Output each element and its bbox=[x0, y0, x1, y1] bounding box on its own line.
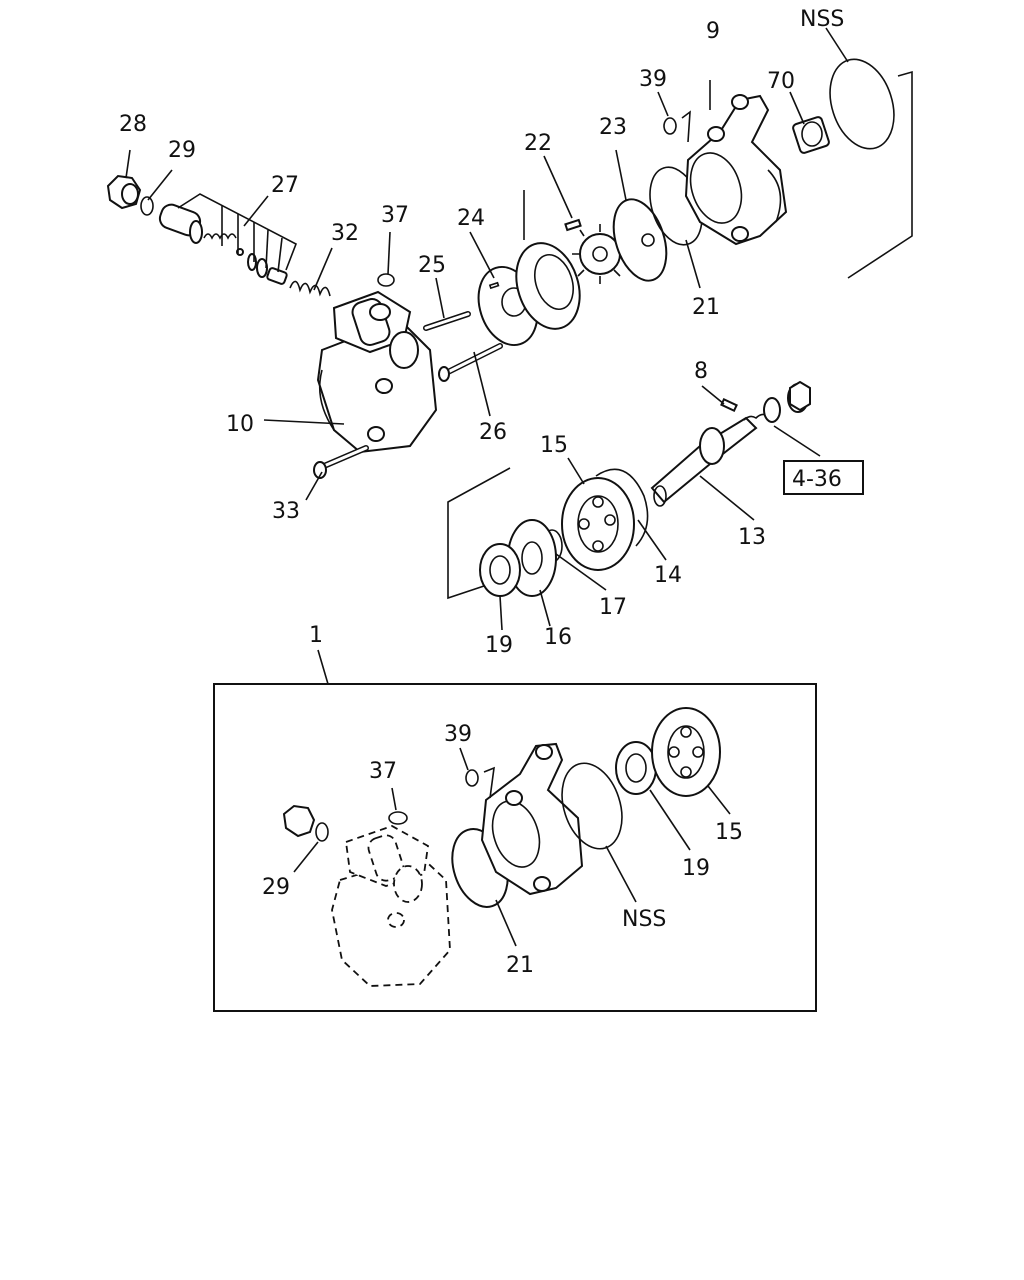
label-26: 26 bbox=[479, 420, 507, 445]
part-29-oring bbox=[140, 196, 154, 216]
kit-part-15-bearing bbox=[651, 707, 721, 797]
ref-4-36-box bbox=[783, 460, 864, 495]
kit-rear-cover bbox=[480, 742, 584, 896]
part-33-bolt bbox=[313, 445, 369, 479]
part-70-needle-bearing bbox=[792, 116, 830, 154]
label-33: 33 bbox=[272, 499, 300, 524]
label-70: 70 bbox=[767, 69, 795, 94]
label-nss: NSS bbox=[800, 7, 844, 32]
kit-label-21: 21 bbox=[506, 953, 534, 978]
kit-part-nss-oring bbox=[561, 762, 623, 850]
label-22: 22 bbox=[524, 131, 552, 156]
part-22-cam-ring bbox=[515, 218, 582, 330]
label-10: 10 bbox=[226, 412, 254, 437]
label-8: 8 bbox=[694, 359, 708, 384]
label-1: 1 bbox=[309, 623, 323, 648]
part-39-oring bbox=[663, 117, 677, 135]
label-37: 37 bbox=[381, 203, 409, 228]
part-4-36-nut bbox=[763, 380, 811, 423]
leader-lines-top bbox=[125, 27, 849, 631]
label-17: 17 bbox=[599, 595, 627, 620]
kit-part-39-oring bbox=[465, 769, 479, 787]
label-23: 23 bbox=[599, 115, 627, 140]
part-26-bolt bbox=[438, 343, 503, 382]
label-28: 28 bbox=[119, 112, 147, 137]
kit-part-29 bbox=[282, 804, 329, 842]
kit-label-15: 15 bbox=[715, 820, 743, 845]
part-15-bearing bbox=[561, 477, 635, 571]
leader-lines-bottom bbox=[293, 747, 731, 947]
label-9: 9 bbox=[706, 19, 720, 44]
part-37-oring bbox=[377, 273, 395, 287]
label-19: 19 bbox=[485, 633, 513, 658]
part-nss-oring bbox=[829, 58, 895, 150]
part-27-bracket bbox=[177, 193, 298, 271]
part-19-oil-seal bbox=[479, 543, 521, 597]
part-9-rear-cover bbox=[684, 94, 788, 246]
label-4-36: 4-36 bbox=[792, 467, 842, 492]
part-14-snap-ring bbox=[595, 468, 649, 547]
part-13-shaft bbox=[650, 413, 769, 507]
kit-part-19-seal bbox=[615, 741, 657, 795]
label-24: 24 bbox=[457, 206, 485, 231]
part-23-rear-plate bbox=[612, 198, 668, 282]
kit-part-37-oring bbox=[388, 811, 408, 825]
label-25: 25 bbox=[418, 253, 446, 278]
kit-label-37: 37 bbox=[369, 759, 397, 784]
label-32: 32 bbox=[331, 221, 359, 246]
kit-label-39: 39 bbox=[444, 722, 472, 747]
left-bracket-middle bbox=[447, 467, 511, 600]
kit-label-nss: NSS bbox=[622, 907, 666, 932]
part-10-pump-housing bbox=[316, 290, 438, 454]
label-16: 16 bbox=[544, 625, 572, 650]
label-39: 39 bbox=[639, 67, 667, 92]
label-15: 15 bbox=[540, 433, 568, 458]
part-28-plug bbox=[106, 174, 142, 210]
kit-label-29: 29 bbox=[262, 875, 290, 900]
label-13: 13 bbox=[738, 525, 766, 550]
label-27: 27 bbox=[271, 173, 299, 198]
label-21: 21 bbox=[692, 295, 720, 320]
label-14: 14 bbox=[654, 563, 682, 588]
right-bracket-top bbox=[847, 70, 913, 279]
label-29: 29 bbox=[168, 138, 196, 163]
kit-box bbox=[213, 683, 817, 1012]
part-32-spring bbox=[289, 280, 331, 297]
kit-housing-ghost bbox=[331, 825, 451, 987]
part-8-key bbox=[720, 397, 738, 413]
kit-label-19: 19 bbox=[682, 856, 710, 881]
